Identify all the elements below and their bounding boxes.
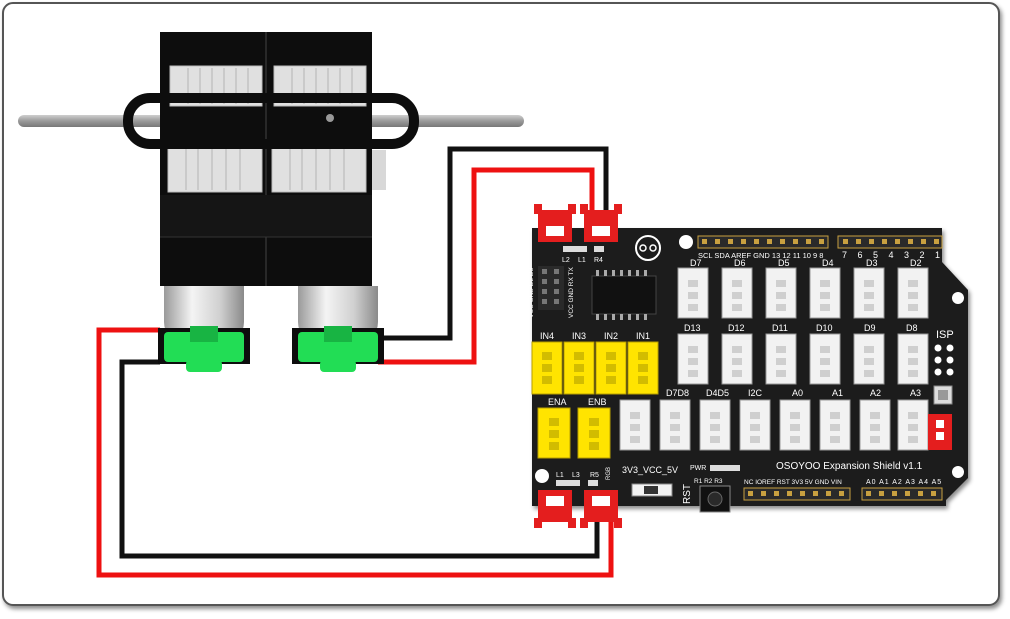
analog-header <box>861 487 943 501</box>
dual-gear-motor <box>18 32 524 372</box>
driver-chip <box>591 275 657 315</box>
port-uart[interactable] <box>619 399 651 451</box>
port-label-d8: D8 <box>906 323 918 333</box>
digital-header-label-1: SCL SDA AREF GND 13 12 11 10 9 8 <box>698 251 823 260</box>
port-label-d7: D7 <box>690 258 702 268</box>
expansion-shield: SCL SDA AREF GND 13 12 11 10 9 8 7 6 5 4… <box>528 204 968 528</box>
port-label-a2: A2 <box>870 388 881 398</box>
wire-red-left-motor <box>96 327 614 578</box>
led-label-bottom-2: L3 <box>572 472 580 479</box>
r-labels: R1 R2 R3 <box>694 478 723 485</box>
motor-endcap-left <box>158 326 250 372</box>
wire-red-right-motor <box>378 167 595 365</box>
digital-header-label-2: 7 6 5 4 3 2 1 0 <box>842 250 960 260</box>
label-in2: IN2 <box>604 331 618 341</box>
power-header-label: NC IOREF RST 3V3 5V GND VIN <box>744 479 842 486</box>
left-header-label-1: VCC GND D2 D3 <box>528 267 535 318</box>
label-ena: ENA <box>548 397 567 407</box>
power-header <box>743 487 851 501</box>
motor-connector-top-right[interactable] <box>580 204 622 242</box>
motor-connector-top-left[interactable] <box>534 204 576 242</box>
led-label-top-3: R4 <box>594 257 603 264</box>
port-label-d13: D13 <box>684 323 701 333</box>
ports-row-1: D7 D6 D5 D4 D3 D2 <box>677 258 929 319</box>
led-label-bottom-3: R5 <box>590 472 599 479</box>
wire-black-right-motor <box>378 146 609 341</box>
analog-header-label: A0 A1 A2 A3 A4 A5 <box>866 479 942 486</box>
isp-header <box>934 344 954 376</box>
rgb-label: RGB <box>606 467 612 480</box>
port-label-a0: A0 <box>792 388 803 398</box>
port-label-a1: A1 <box>832 388 843 398</box>
led-label-bottom-1: L1 <box>556 472 564 479</box>
rst-label: RST <box>682 484 693 504</box>
led-label-top-2: L1 <box>578 257 586 264</box>
left-header-label-2: VCC GND RX TX <box>568 267 575 318</box>
label-in4: IN4 <box>540 331 554 341</box>
port-label-d9: D9 <box>864 323 876 333</box>
port-label-d3: D3 <box>866 258 878 268</box>
left-pin-header <box>538 266 564 310</box>
isp-label: ISP <box>936 329 954 341</box>
port-label-d6: D6 <box>734 258 746 268</box>
wire-black-left-motor <box>119 359 600 559</box>
port-label-d12: D12 <box>728 323 745 333</box>
port-label-d4d5: D4D5 <box>706 388 729 398</box>
motor-endcap-right <box>292 326 384 372</box>
osoyoo-logo <box>635 235 661 261</box>
motor-connector-bottom-left[interactable] <box>534 490 576 528</box>
label-enb: ENB <box>588 397 607 407</box>
motor-connector-bottom-right[interactable] <box>580 490 622 528</box>
port-label-a3: A3 <box>910 388 921 398</box>
label-in3: IN3 <box>572 331 586 341</box>
port-label-d10: D10 <box>816 323 833 333</box>
board-title: OSOYOO Expansion Shield v1.1 <box>776 461 923 472</box>
wires <box>96 146 614 578</box>
port-label-d11: D11 <box>772 323 788 333</box>
port-label-d5: D5 <box>778 258 790 268</box>
port-label-i2c: I2C <box>748 388 763 398</box>
axle-bracket <box>123 93 419 149</box>
port-label-d2: D2 <box>910 258 922 268</box>
label-in1: IN1 <box>636 331 650 341</box>
pwr-label: PWR <box>690 465 706 472</box>
digital-header-right <box>837 235 943 249</box>
port-label-d4: D4 <box>822 258 834 268</box>
led-label-top-1: L2 <box>562 257 570 264</box>
port-label-d7d8: D7D8 <box>666 388 689 398</box>
yellow-input-connectors <box>531 341 659 395</box>
jumper-label: 3V3_VCC_5V <box>622 465 678 475</box>
